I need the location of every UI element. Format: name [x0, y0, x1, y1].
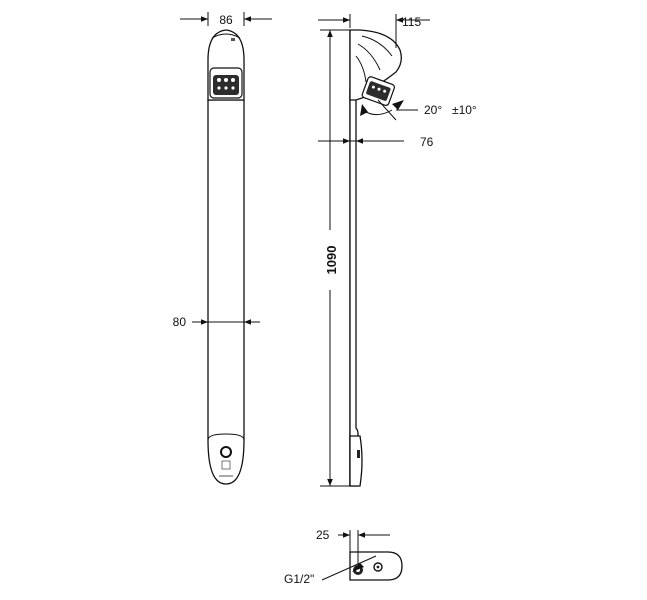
thread-label: G1/2": [284, 572, 314, 586]
dim-side-head-depth: 115: [402, 15, 421, 29]
side-column-body: [349, 89, 359, 487]
dim-side-column-depth: 76: [420, 135, 434, 149]
side-view: 20° ±10° 115 76 1090: [318, 14, 477, 487]
front-column-body: [207, 99, 245, 485]
dim-front-top-width: 86: [219, 13, 233, 27]
side-bottom-bulge: [349, 435, 363, 487]
push-button-icon: [220, 446, 232, 458]
bottom-view: 25 G1/2": [284, 528, 403, 586]
side-nozzle: [361, 76, 396, 106]
dim-bottom-offset: 25: [316, 528, 330, 542]
dim-front-column-width: 80: [173, 315, 187, 329]
dim-side-angle-tolerance: ±10°: [452, 103, 477, 117]
dim-side-angle: 20°: [424, 103, 442, 117]
dim-total-height: 1090: [324, 246, 339, 275]
front-bottom-cap: [207, 433, 245, 441]
front-view: 86 80: [173, 12, 272, 485]
angle-arc: [365, 109, 393, 116]
